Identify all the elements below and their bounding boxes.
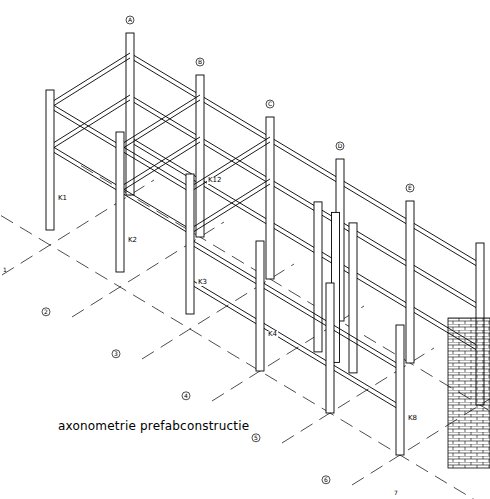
caption: axonometrie prefabconstructie <box>58 420 249 432</box>
grid-axis-number: 2 <box>44 309 48 315</box>
column-label: K8 <box>407 415 418 422</box>
beam <box>260 281 330 323</box>
beam <box>190 184 270 234</box>
beam <box>50 150 120 192</box>
grid-bubble <box>252 434 260 442</box>
column <box>196 75 204 237</box>
beam <box>330 323 400 365</box>
grid-axis-number: 6 <box>324 477 328 483</box>
grid-bubble <box>336 142 344 150</box>
column-label: K1 <box>57 195 68 202</box>
grid-bubble <box>112 350 120 358</box>
column <box>326 283 334 413</box>
grid-bubble <box>182 392 190 400</box>
beam <box>200 100 270 142</box>
column <box>314 202 322 352</box>
beam <box>340 179 410 221</box>
column <box>186 174 194 314</box>
grid-axis-letter: E <box>408 185 412 191</box>
beam <box>190 279 260 321</box>
beam <box>410 268 480 310</box>
grid-axis-letter: C <box>268 101 272 107</box>
grid-axis-number: 4 <box>184 393 188 399</box>
beam <box>330 363 400 405</box>
grid-axis-number: 7 <box>394 490 398 496</box>
beam <box>190 137 270 187</box>
grid-bubble <box>126 16 134 24</box>
grid-axis-number: 3 <box>114 351 118 357</box>
beam <box>260 286 330 328</box>
beam <box>200 95 270 137</box>
grid-axis-number: 1 <box>3 267 7 273</box>
beam <box>50 145 120 187</box>
beam <box>330 328 400 370</box>
grid-bubble <box>322 476 330 484</box>
grid-bubble <box>266 100 274 108</box>
beam <box>270 142 340 184</box>
beam <box>190 239 260 281</box>
beam <box>120 145 190 187</box>
column <box>349 223 357 373</box>
grid-bubble <box>406 184 414 192</box>
beam <box>410 221 480 263</box>
beam <box>120 150 190 192</box>
grid-axis-letter: D <box>338 143 343 149</box>
column-label: K4 <box>267 331 278 338</box>
beam <box>260 321 330 363</box>
beam <box>120 95 200 145</box>
column-label: K12 <box>207 177 223 184</box>
beam <box>50 58 130 108</box>
beam <box>340 184 410 226</box>
grid-bubble <box>42 308 50 316</box>
beam <box>130 58 200 100</box>
beam <box>190 142 270 192</box>
brick-wall <box>448 318 490 468</box>
column <box>126 33 134 195</box>
beam <box>330 368 400 410</box>
column <box>266 117 274 279</box>
column <box>406 201 414 363</box>
column <box>46 90 54 230</box>
beam <box>130 53 200 95</box>
beam <box>50 53 130 103</box>
beam <box>190 244 260 286</box>
beam <box>50 103 120 145</box>
beam <box>120 100 200 150</box>
beam <box>270 226 340 268</box>
beam <box>190 179 270 229</box>
grid-axis-letter: B <box>198 59 202 65</box>
beam <box>410 226 480 268</box>
beam <box>120 187 190 229</box>
column <box>256 241 264 371</box>
column-label: K2 <box>127 237 138 244</box>
column-label: K3 <box>197 279 208 286</box>
beam <box>270 221 340 263</box>
beam <box>190 284 260 326</box>
beam <box>270 179 340 221</box>
grid-axis-number: 5 <box>254 435 258 441</box>
beam <box>120 192 190 234</box>
beam <box>260 326 330 368</box>
beam <box>270 184 340 226</box>
grid-axis-letter: A <box>128 17 132 23</box>
grid-bubble <box>196 58 204 66</box>
beam <box>410 263 480 305</box>
beam <box>270 137 340 179</box>
beam <box>50 108 120 150</box>
grid-line <box>1 216 490 499</box>
column <box>116 132 124 272</box>
column <box>396 325 404 455</box>
